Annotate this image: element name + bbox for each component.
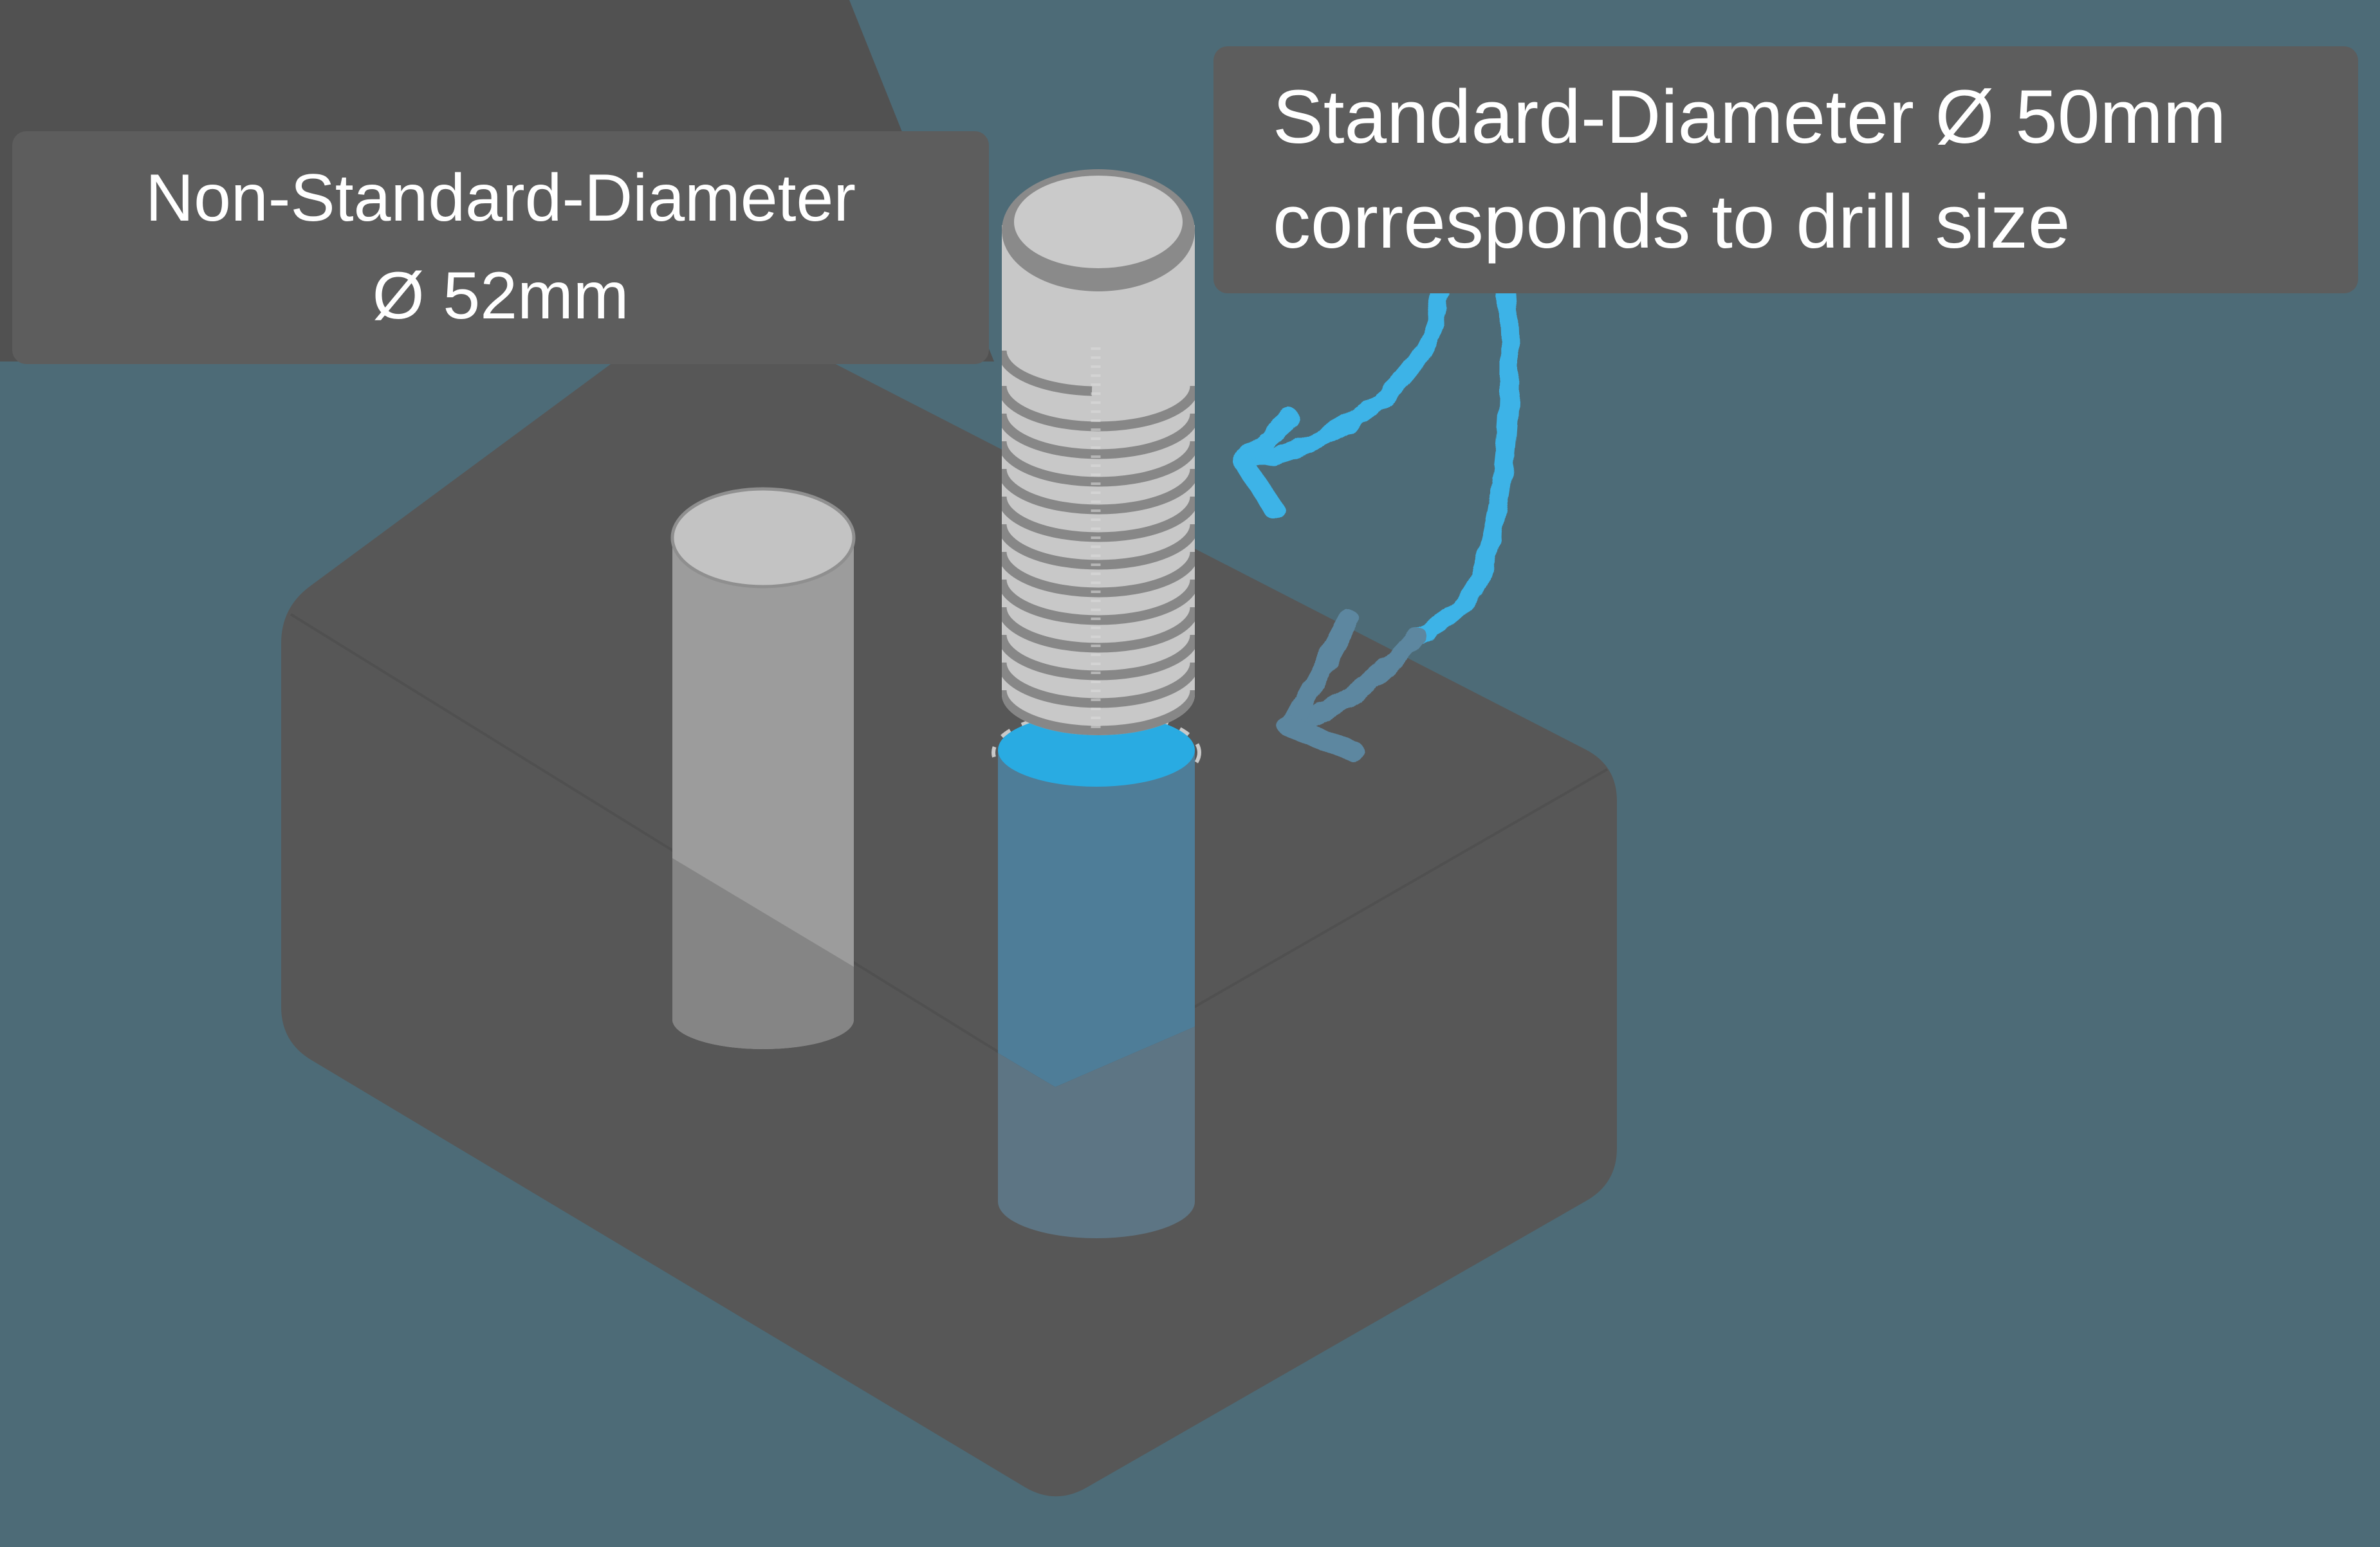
thread-ridge [1002,662,1195,708]
hole-bore-ghost-lower [998,1027,1195,1238]
non-standard-diameter-label: Non-Standard-Diameter Ø 52mm [12,131,989,364]
thread-ridge [1002,468,1195,515]
standard-diameter-label: Standard-Diameter Ø 50mm corresponds to … [1213,46,2358,293]
standard-label-line2: corresponds to drill size [1273,179,2071,264]
arrow-barb [1281,609,1360,735]
thread-ridge [1002,607,1195,653]
bolt-top-face [1014,176,1183,268]
arrow-shaft-muted [1287,626,1426,733]
arrow-shaft-bright [1407,285,1519,645]
annotation-arrows [1232,285,1519,762]
standard-label-line1: Standard-Diameter Ø 50mm [1273,75,2227,160]
thread-ridge [1002,690,1195,735]
curved-arrow-to-threads-icon [1232,286,1450,521]
standard-bolt [1002,169,1195,735]
curved-arrow-to-hole-icon [1278,285,1519,762]
thread-ridge [1002,413,1195,459]
thread-ridge [1002,634,1195,681]
bolt-threads [1002,347,1195,735]
thread-ridge [1002,441,1195,487]
arrow-barb [1234,454,1286,521]
arrow-shaft [1239,286,1450,470]
arrow-barb [1232,408,1300,471]
arrow-barb [1278,716,1364,762]
hole-collar-highlight [998,713,1195,787]
pin-top-face [670,487,856,589]
non-standard-label-line2: Ø 52mm [372,259,629,333]
pin-shaded-side [672,858,854,1049]
non-standard-label-line1: Non-Standard-Diameter [145,161,856,236]
hole-bore-upper [998,750,1195,1087]
thread-ridge [1002,385,1195,432]
drill-block [281,305,1617,1497]
thread-lead-in [1002,350,1093,396]
drilled-hole [992,710,1201,1238]
non-standard-pin [670,487,856,1049]
